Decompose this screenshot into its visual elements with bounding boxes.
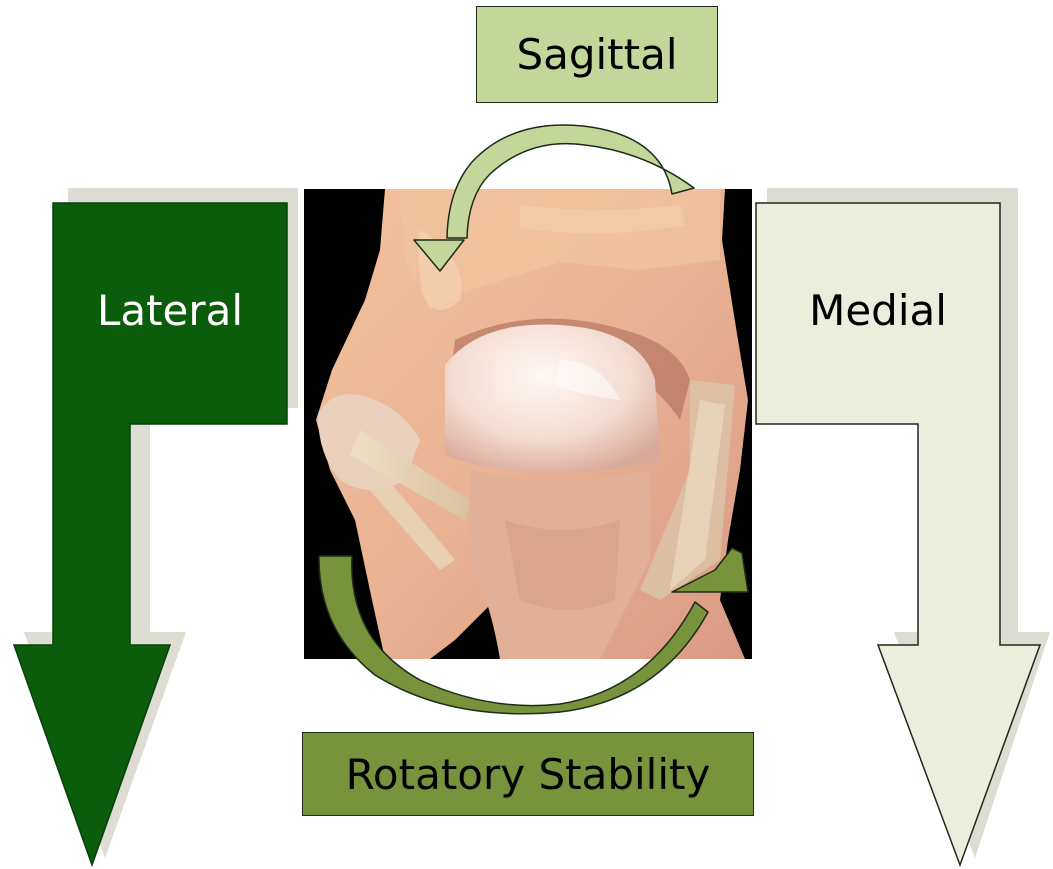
lateral-label: Lateral — [97, 286, 243, 335]
rotatory-label-box: Rotatory Stability — [302, 732, 754, 816]
rotatory-label: Rotatory Stability — [346, 750, 711, 799]
medial-label-area: Medial — [756, 265, 1000, 355]
lateral-label-area: Lateral — [53, 265, 287, 355]
medial-label: Medial — [809, 286, 947, 335]
sagittal-label: Sagittal — [516, 30, 677, 79]
sagittal-label-box: Sagittal — [476, 6, 718, 103]
